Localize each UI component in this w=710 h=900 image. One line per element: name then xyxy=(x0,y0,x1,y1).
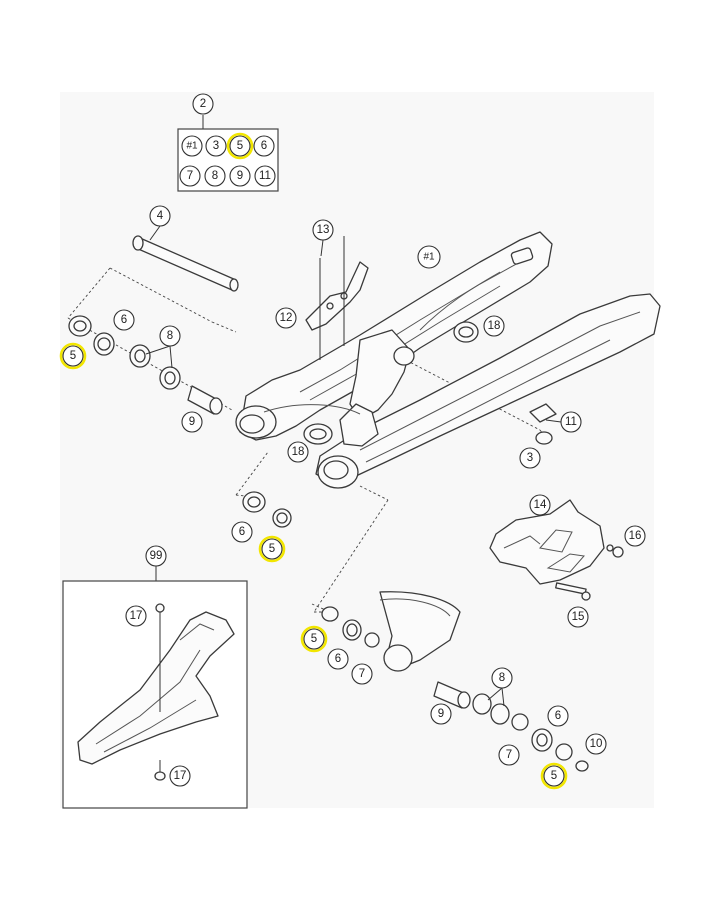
kit-item-11: 11 xyxy=(254,165,276,187)
swingarm xyxy=(235,231,661,489)
svg-text:6: 6 xyxy=(261,140,267,152)
chain-guide xyxy=(489,499,624,601)
svg-text:8: 8 xyxy=(212,170,218,182)
svg-text:2: 2 xyxy=(200,98,206,110)
svg-text:11: 11 xyxy=(565,416,577,428)
callout-11: 11 xyxy=(560,411,582,433)
callout-1: #1 xyxy=(417,245,441,269)
callout-9-left: 9 xyxy=(181,411,203,433)
callout-5-lower-left-highlighted: 5 xyxy=(300,625,328,653)
callout-5-middle-highlighted: 5 xyxy=(258,535,286,563)
callout-7-lower: 7 xyxy=(351,663,373,685)
svg-text:9: 9 xyxy=(237,170,243,182)
kit-item-1: #1 xyxy=(181,135,203,157)
kit-item-9: 9 xyxy=(229,165,251,187)
callout-4: 4 xyxy=(149,205,171,227)
kit-item-5-highlighted: 5 xyxy=(226,132,254,160)
callout-8-left: 8 xyxy=(159,325,181,347)
callout-kit-2: 2 xyxy=(192,93,214,115)
svg-text:17: 17 xyxy=(130,610,143,622)
svg-text:18: 18 xyxy=(292,446,305,458)
svg-text:13: 13 xyxy=(317,224,330,236)
callout-6-middle: 6 xyxy=(231,521,253,543)
bearing-stack-right xyxy=(321,591,589,772)
svg-text:6: 6 xyxy=(239,526,245,538)
callout-3: 3 xyxy=(519,447,541,469)
callout-5-left-highlighted: 5 xyxy=(59,342,87,370)
callout-17-bottom: 17 xyxy=(169,765,191,787)
svg-text:5: 5 xyxy=(269,543,275,555)
svg-text:10: 10 xyxy=(590,738,603,750)
svg-text:7: 7 xyxy=(187,170,193,182)
callout-17-top: 17 xyxy=(125,605,147,627)
callout-9-lower: 9 xyxy=(430,703,452,725)
bearing-stack-left xyxy=(68,315,292,528)
svg-text:3: 3 xyxy=(527,452,533,464)
svg-text:8: 8 xyxy=(499,672,505,684)
svg-text:99: 99 xyxy=(150,550,163,562)
callout-6-lower: 6 xyxy=(327,648,349,670)
svg-text:16: 16 xyxy=(629,530,642,542)
svg-text:7: 7 xyxy=(506,749,512,761)
callout-18-upper: 18 xyxy=(483,315,505,337)
callout-8-lower: 8 xyxy=(491,667,513,689)
svg-text:5: 5 xyxy=(551,770,557,782)
kit-99-box xyxy=(62,580,248,809)
svg-text:#1: #1 xyxy=(186,141,198,152)
callout-6-left: 6 xyxy=(113,309,135,331)
svg-text:5: 5 xyxy=(311,633,317,645)
callout-10: 10 xyxy=(585,733,607,755)
svg-text:6: 6 xyxy=(335,653,341,665)
callout-18-lower: 18 xyxy=(287,441,309,463)
svg-text:8: 8 xyxy=(167,330,173,342)
svg-text:11: 11 xyxy=(259,170,271,182)
axle xyxy=(132,235,239,292)
svg-text:#1: #1 xyxy=(423,252,435,263)
callout-12: 12 xyxy=(275,307,297,329)
svg-text:17: 17 xyxy=(174,770,187,782)
kit-item-3: 3 xyxy=(205,135,227,157)
kit-item-8: 8 xyxy=(204,165,226,187)
svg-text:6: 6 xyxy=(121,314,127,326)
svg-text:4: 4 xyxy=(157,210,164,222)
svg-text:6: 6 xyxy=(555,710,561,722)
svg-text:9: 9 xyxy=(189,416,195,428)
svg-text:18: 18 xyxy=(488,320,501,332)
svg-text:3: 3 xyxy=(213,140,219,152)
callout-16: 16 xyxy=(624,525,646,547)
kit-item-6: 6 xyxy=(253,135,275,157)
callout-13: 13 xyxy=(312,219,334,241)
svg-text:7: 7 xyxy=(359,668,365,680)
svg-text:5: 5 xyxy=(70,350,76,362)
svg-text:14: 14 xyxy=(534,499,547,511)
callout-6-right: 6 xyxy=(547,705,569,727)
svg-text:12: 12 xyxy=(280,312,293,324)
kit-item-7: 7 xyxy=(179,165,201,187)
callout-5-right-highlighted: 5 xyxy=(540,762,568,790)
callout-99: 99 xyxy=(145,545,167,567)
callout-connectors xyxy=(145,225,562,707)
callout-7-right: 7 xyxy=(498,744,520,766)
svg-text:9: 9 xyxy=(438,708,444,720)
svg-text:5: 5 xyxy=(237,140,243,152)
callout-15: 15 xyxy=(567,606,589,628)
callout-14: 14 xyxy=(529,494,551,516)
svg-text:15: 15 xyxy=(572,611,585,623)
